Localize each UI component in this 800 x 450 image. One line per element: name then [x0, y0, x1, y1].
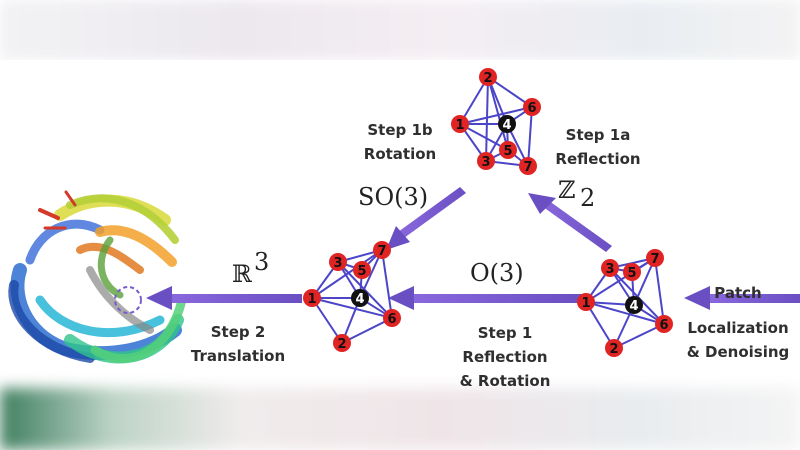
arrow-step2 [146, 286, 302, 310]
node-3 [477, 152, 495, 170]
node-7 [373, 241, 391, 259]
svg-text:4: 4 [355, 292, 364, 307]
svg-text:4: 4 [502, 118, 511, 133]
node-7 [646, 249, 664, 267]
group-o3: O(3) [470, 259, 524, 287]
node-3 [329, 253, 347, 271]
node-2 [479, 68, 497, 86]
svg-text:2: 2 [609, 342, 618, 357]
arrow-patch [684, 286, 800, 310]
graph-top: 2 6 1 4 5 3 7 [451, 68, 541, 175]
patch-highlight-circle [114, 286, 142, 314]
node-4 [351, 289, 369, 307]
svg-text:7: 7 [650, 252, 659, 267]
bottom-blur-band [0, 388, 800, 450]
node-4 [498, 115, 516, 133]
group-r3-superscript: 3 [254, 248, 269, 276]
svg-text:2: 2 [337, 337, 346, 352]
step2-subtitle: Translation [191, 347, 285, 365]
svg-text:1: 1 [581, 296, 590, 311]
node-2 [605, 339, 623, 357]
step1a-title: Step 1a [566, 126, 631, 144]
arrow-step1 [388, 286, 582, 310]
node-1 [577, 293, 595, 311]
svg-text:4: 4 [629, 299, 638, 314]
group-z2-letter: ℤ [558, 176, 576, 204]
group-r3-letter: ℝ [232, 260, 253, 288]
node-4 [625, 296, 643, 314]
top-blur-band [0, 0, 800, 60]
node-7 [519, 157, 537, 175]
node-6 [655, 315, 673, 333]
node-6 [383, 309, 401, 327]
svg-text:5: 5 [357, 264, 366, 279]
node-1 [303, 289, 321, 307]
svg-text:6: 6 [527, 101, 536, 116]
step2-title: Step 2 [211, 323, 266, 341]
patch-label-1: Patch [714, 284, 761, 302]
node-5 [623, 263, 641, 281]
arrow-step1a [528, 193, 612, 252]
svg-text:1: 1 [307, 292, 316, 307]
step1a-subtitle: Reflection [555, 150, 640, 168]
svg-text:1: 1 [455, 118, 464, 133]
node-1 [451, 115, 469, 133]
step1b-title: Step 1b [367, 121, 433, 139]
group-so3: SO(3) [358, 183, 428, 211]
svg-text:7: 7 [377, 244, 386, 259]
svg-text:6: 6 [387, 312, 396, 327]
svg-text:3: 3 [605, 262, 614, 277]
svg-text:3: 3 [481, 155, 490, 170]
arrow-step1b [386, 187, 466, 250]
node-5 [499, 141, 517, 159]
group-z2-subscript: 2 [580, 184, 595, 212]
graph-right: 3 7 5 1 4 6 2 [577, 249, 673, 357]
protein-structure-image [8, 190, 187, 364]
svg-text:5: 5 [503, 144, 512, 159]
step1-subtitle-2: & Rotation [460, 372, 551, 390]
white-background [0, 60, 800, 390]
step1-subtitle-1: Reflection [462, 348, 547, 366]
svg-text:5: 5 [627, 266, 636, 281]
svg-text:6: 6 [659, 318, 668, 333]
svg-text:2: 2 [483, 71, 492, 86]
node-6 [523, 98, 541, 116]
step1b-subtitle: Rotation [364, 145, 436, 163]
node-5 [353, 261, 371, 279]
svg-text:3: 3 [333, 256, 342, 271]
node-3 [601, 259, 619, 277]
node-2 [333, 334, 351, 352]
svg-text:7: 7 [523, 160, 532, 175]
patch-label-2: Localization [687, 319, 788, 337]
step1-title: Step 1 [478, 324, 533, 342]
graph-middle: 3 7 5 1 4 6 2 [303, 241, 401, 352]
patch-label-3: & Denoising [687, 343, 790, 361]
